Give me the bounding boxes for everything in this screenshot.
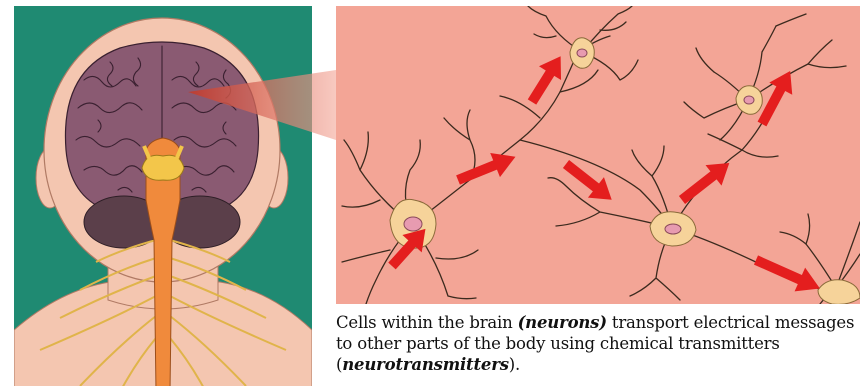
diagram-caption: Cells within the brain (neurons) transpo…: [336, 312, 860, 375]
head-illustration: [14, 6, 312, 391]
caption-text-part1: Cells within the brain: [336, 313, 518, 332]
caption-term-neurotransmitters: neurotransmitters: [342, 355, 509, 374]
neuron-detail-panel: [336, 6, 860, 304]
detail-background: [336, 6, 860, 304]
neuron-cell: [570, 38, 594, 68]
neuron-cell: [650, 212, 696, 246]
caption-text-part3: ).: [509, 355, 520, 374]
caption-term-neurons: (neurons): [518, 313, 607, 332]
